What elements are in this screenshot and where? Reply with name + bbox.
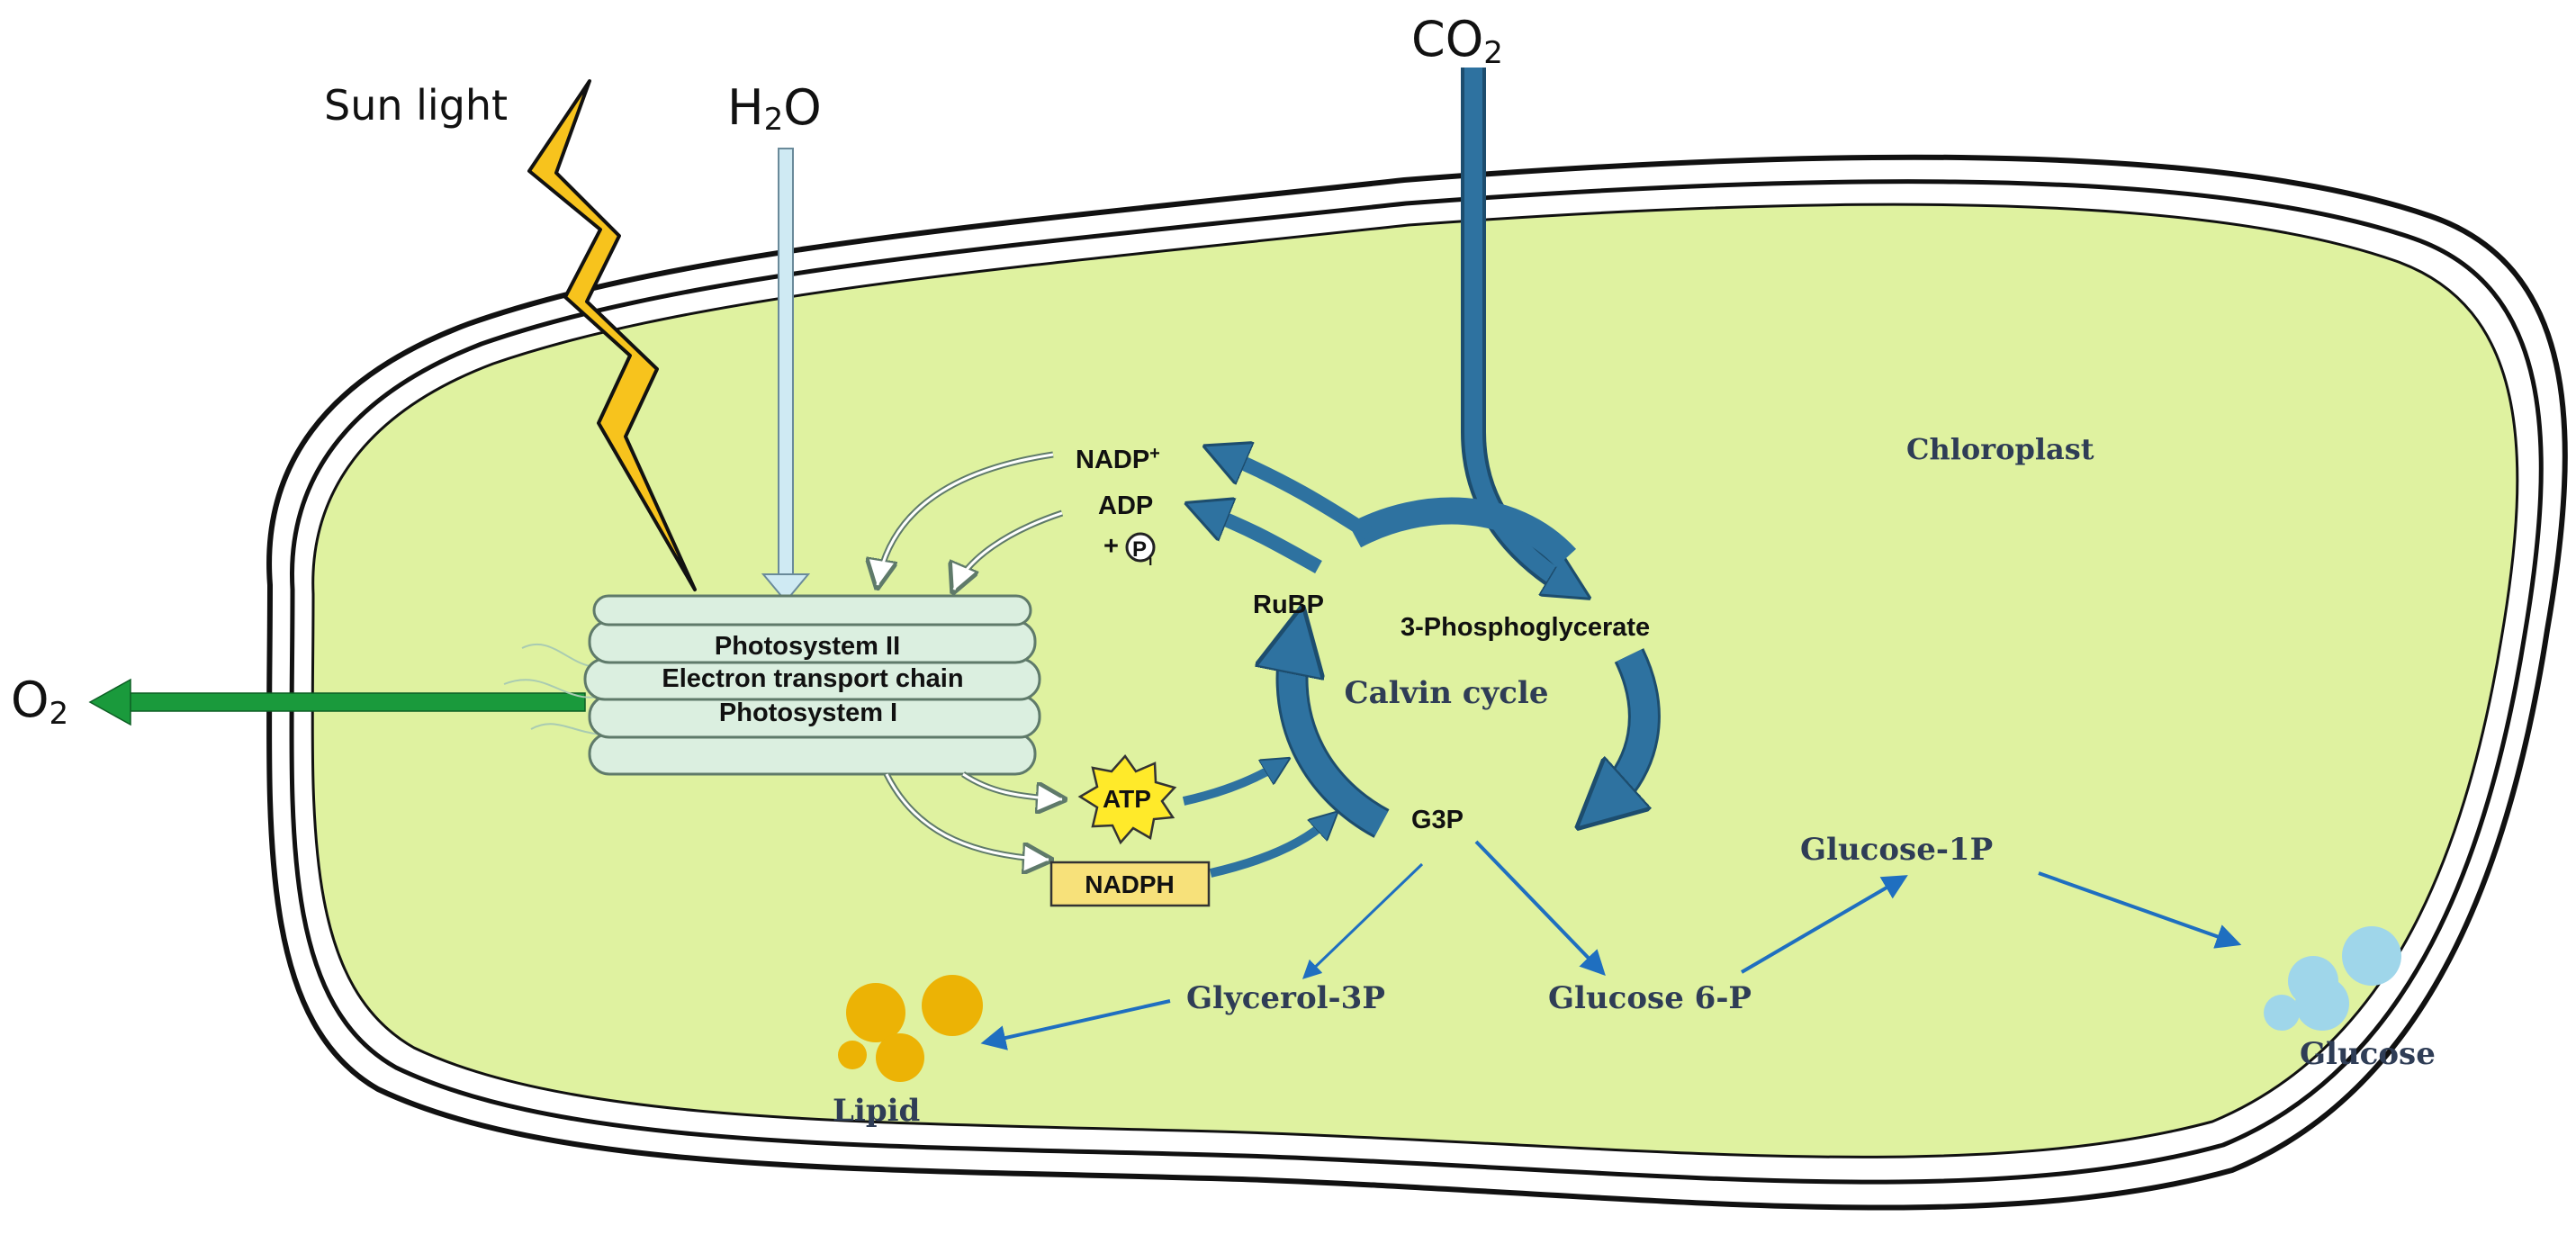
nadph-label: NADPH [1085,870,1175,898]
g3p-label: G3P [1411,806,1464,834]
chloroplast-inner-membrane [289,179,2544,1185]
electron-transport-chain-label: Electron transport chain [662,664,963,693]
g3p-to-glycerol-arrow [1302,862,1424,979]
glucose1p-to-glucose-arrow [2038,871,2242,949]
lipid-label: Lipid [833,1093,920,1129]
oxygen-output-arrow [88,678,586,726]
sunlight-label: Sun light [324,81,508,130]
adp-label: ADP [1098,491,1153,520]
phosphate-icon [1125,532,1156,563]
atp-to-cycle-arrow [1182,765,1278,806]
lipid-droplets [838,975,983,1082]
pga-label: 3-Phosphoglycerate [1401,613,1650,642]
water-input-arrow [761,148,811,603]
atp-label: ATP [1103,785,1151,813]
g3p-to-glucose6p-arrow [1474,840,1606,977]
glucose-1p-label: Glucose-1P [1800,832,1993,868]
glucose-label: Glucose [2300,1036,2436,1072]
glucose-6p-label: Glucose 6-P [1548,980,1752,1016]
glycerol-to-lipid-arrow [980,999,1171,1050]
glucose6p-to-glucose1p-arrow [1740,875,1908,974]
rubp-label: RuBP [1253,590,1324,619]
nadph-box [1049,861,1211,907]
photosystem-ii-label: Photosystem II [715,632,900,661]
calvin-cycle-ring [1206,455,1661,838]
water-label: H2O [727,79,822,138]
glycerol-3p-label: Glycerol-3P [1186,980,1385,1016]
glucose-granules [2264,926,2401,1031]
co2-label: CO2 [1411,11,1503,71]
chloroplast-label: Chloroplast [1906,432,2094,466]
atp-starburst [1077,753,1177,845]
thylakoid-stack [503,594,1041,776]
o2-label: O2 [11,672,68,732]
sunlight-bolt-icon [527,79,697,591]
photosystem-i-label: Photosystem I [719,699,897,727]
calvin-cycle-label: Calvin cycle [1345,675,1549,711]
nadph-to-cycle-arrow [1209,821,1328,878]
nadp-label: NADP+ [1076,444,1160,474]
chloroplast-stroma [311,203,2519,1158]
plus-label: + [1103,532,1119,561]
